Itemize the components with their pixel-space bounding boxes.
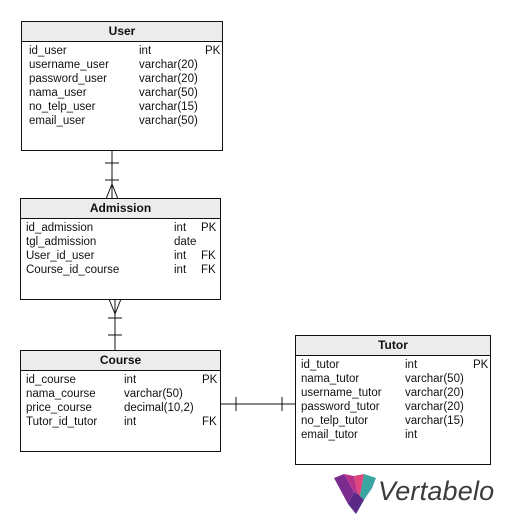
column-key: FK: [201, 264, 216, 276]
column-name: id_course: [26, 374, 76, 386]
column-type: int: [174, 250, 187, 262]
column-row[interactable]: no_telp_tutor varchar(15): [296, 414, 490, 428]
column-name: email_tutor: [301, 429, 358, 441]
column-name: id_tutor: [301, 359, 340, 371]
column-key: PK: [205, 45, 221, 57]
column-row[interactable]: nama_tutor varchar(50): [296, 372, 490, 386]
column-type: varchar(15): [139, 101, 198, 113]
column-name: nama_tutor: [301, 373, 360, 385]
column-row[interactable]: User_id_user int FK: [21, 249, 220, 263]
entity-title: User: [22, 22, 222, 42]
column-row[interactable]: password_tutor varchar(20): [296, 400, 490, 414]
column-name: password_user: [29, 73, 107, 85]
column-row[interactable]: username_tutor varchar(20): [296, 386, 490, 400]
column-row[interactable]: price_course decimal(10,2): [21, 401, 220, 415]
column-row[interactable]: no_telp_user varchar(15): [22, 100, 222, 114]
column-row[interactable]: id_course int PK: [21, 373, 220, 387]
admission-crowfoot-bottom-right: [114, 298, 122, 315]
column-row[interactable]: username_user varchar(20): [22, 58, 222, 72]
column-row[interactable]: tgl_admission date: [21, 235, 220, 249]
vertabelo-mark-icon: [334, 474, 376, 514]
column-type: int: [174, 222, 187, 234]
column-name: price_course: [26, 402, 92, 414]
column-name: nama_user: [29, 87, 87, 99]
column-type: varchar(15): [405, 415, 464, 427]
column-row[interactable]: Tutor_id_tutor int FK: [21, 415, 220, 429]
column-name: tgl_admission: [26, 236, 97, 248]
column-name: id_user: [29, 45, 67, 57]
column-key: PK: [473, 359, 489, 371]
column-type: date: [174, 236, 197, 248]
column-key: FK: [201, 250, 216, 262]
entity-user[interactable]: User id_user int PK username_user varchar(20…: [21, 21, 223, 151]
column-name: Course_id_course: [26, 264, 120, 276]
entity-title: Course: [21, 351, 220, 371]
column-type: int: [124, 374, 137, 386]
entity-title: Tutor: [296, 336, 490, 356]
column-row[interactable]: id_tutor int PK: [296, 358, 490, 372]
column-row[interactable]: email_user varchar(50): [22, 114, 222, 128]
column-name: id_admission: [26, 222, 94, 234]
column-type: varchar(50): [139, 87, 198, 99]
column-name: User_id_user: [26, 250, 95, 262]
column-type: varchar(50): [139, 115, 198, 127]
column-type: int: [174, 264, 187, 276]
column-key: FK: [202, 416, 217, 428]
column-type: int: [124, 416, 137, 428]
column-name: email_user: [29, 115, 86, 127]
column-type: varchar(20): [405, 401, 464, 413]
column-row[interactable]: Course_id_course int FK: [21, 263, 220, 277]
column-name: password_tutor: [301, 401, 380, 413]
column-name: no_telp_tutor: [301, 415, 369, 427]
column-type: decimal(10,2): [124, 402, 194, 414]
column-name: nama_course: [26, 388, 96, 400]
column-row[interactable]: id_admission int PK: [21, 221, 220, 235]
column-type: int: [405, 359, 418, 371]
column-row[interactable]: id_user int PK: [22, 44, 222, 58]
column-type: varchar(20): [139, 59, 198, 71]
column-name: Tutor_id_tutor: [26, 416, 98, 428]
column-type: int: [139, 45, 152, 57]
vertabelo-logo: Vertabelo: [334, 474, 504, 514]
column-row[interactable]: nama_user varchar(50): [22, 86, 222, 100]
column-type: int: [405, 429, 418, 441]
vertabelo-wordmark: Vertabelo: [378, 476, 495, 506]
column-name: no_telp_user: [29, 101, 96, 113]
column-type: varchar(50): [405, 373, 464, 385]
admission-crowfoot-right: [111, 183, 119, 200]
column-type: varchar(20): [405, 387, 464, 399]
column-type: varchar(50): [124, 388, 183, 400]
admission-crowfoot-bottom-left: [108, 298, 116, 315]
column-name: username_tutor: [301, 387, 382, 399]
column-type: varchar(20): [139, 73, 198, 85]
column-row[interactable]: email_tutor int: [296, 428, 490, 442]
column-key: PK: [201, 222, 217, 234]
column-name: username_user: [29, 59, 109, 71]
entity-title: Admission: [21, 199, 220, 219]
admission-crowfoot-left: [105, 183, 113, 200]
column-row[interactable]: nama_course varchar(50): [21, 387, 220, 401]
column-key: PK: [202, 374, 218, 386]
column-row[interactable]: password_user varchar(20): [22, 72, 222, 86]
